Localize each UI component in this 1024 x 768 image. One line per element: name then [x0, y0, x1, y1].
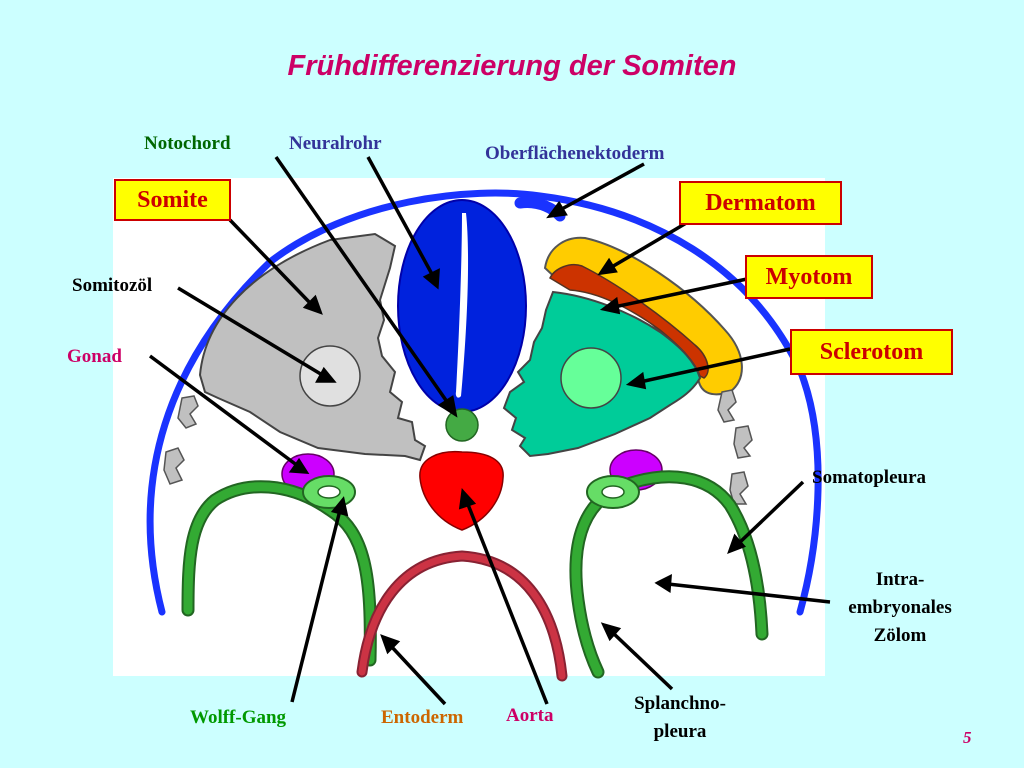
label-oberflaechenektoderm: Oberflächenektoderm [485, 143, 665, 164]
label-notochord: Notochord [144, 133, 231, 154]
label-entoderm: Entoderm [381, 707, 464, 728]
label-splanchnopleura: Splanchno- pleura [600, 690, 760, 746]
surface-ectoderm [146, 189, 822, 616]
box-somite: Somite [114, 179, 231, 221]
label-intra: Intra- [875, 569, 925, 590]
box-sclerotom: Sclerotom [790, 329, 953, 375]
label-intraembryonales-zoelom: Intra- embryonales Zölom [820, 566, 980, 650]
label-somatopleura: Somatopleura [812, 467, 926, 488]
mesenchyme-right-2 [733, 425, 753, 459]
sclerotome-cavity [560, 347, 622, 409]
label-neuralrohr: Neuralrohr [289, 133, 382, 154]
label-aorta: Aorta [506, 705, 554, 726]
label-wolff-gang: Wolff-Gang [190, 707, 287, 728]
label-zoelom: Zölom [873, 625, 927, 646]
neural-canal [455, 213, 469, 398]
label-gonad: Gonad [67, 346, 122, 367]
mesenchyme-right-1 [717, 389, 737, 423]
label-somitozoel: Somitozöl [72, 275, 153, 296]
mesenchyme-right-3 [729, 471, 749, 505]
page-number: 5 [963, 728, 972, 747]
slide-title: Frühdifferenzierung der Somiten [287, 50, 737, 82]
label-pleura: pleura [653, 721, 707, 742]
mesenchyme-left-1 [177, 395, 199, 429]
box-dermatom: Dermatom [679, 181, 842, 225]
box-myotom: Myotom [745, 255, 873, 299]
pointer-arrows [148, 155, 831, 706]
notochord [445, 408, 479, 442]
label-splanchno: Splanchno- [634, 693, 726, 714]
label-embryonales: embryonales [848, 597, 952, 618]
mesenchyme-left-2 [163, 447, 185, 485]
